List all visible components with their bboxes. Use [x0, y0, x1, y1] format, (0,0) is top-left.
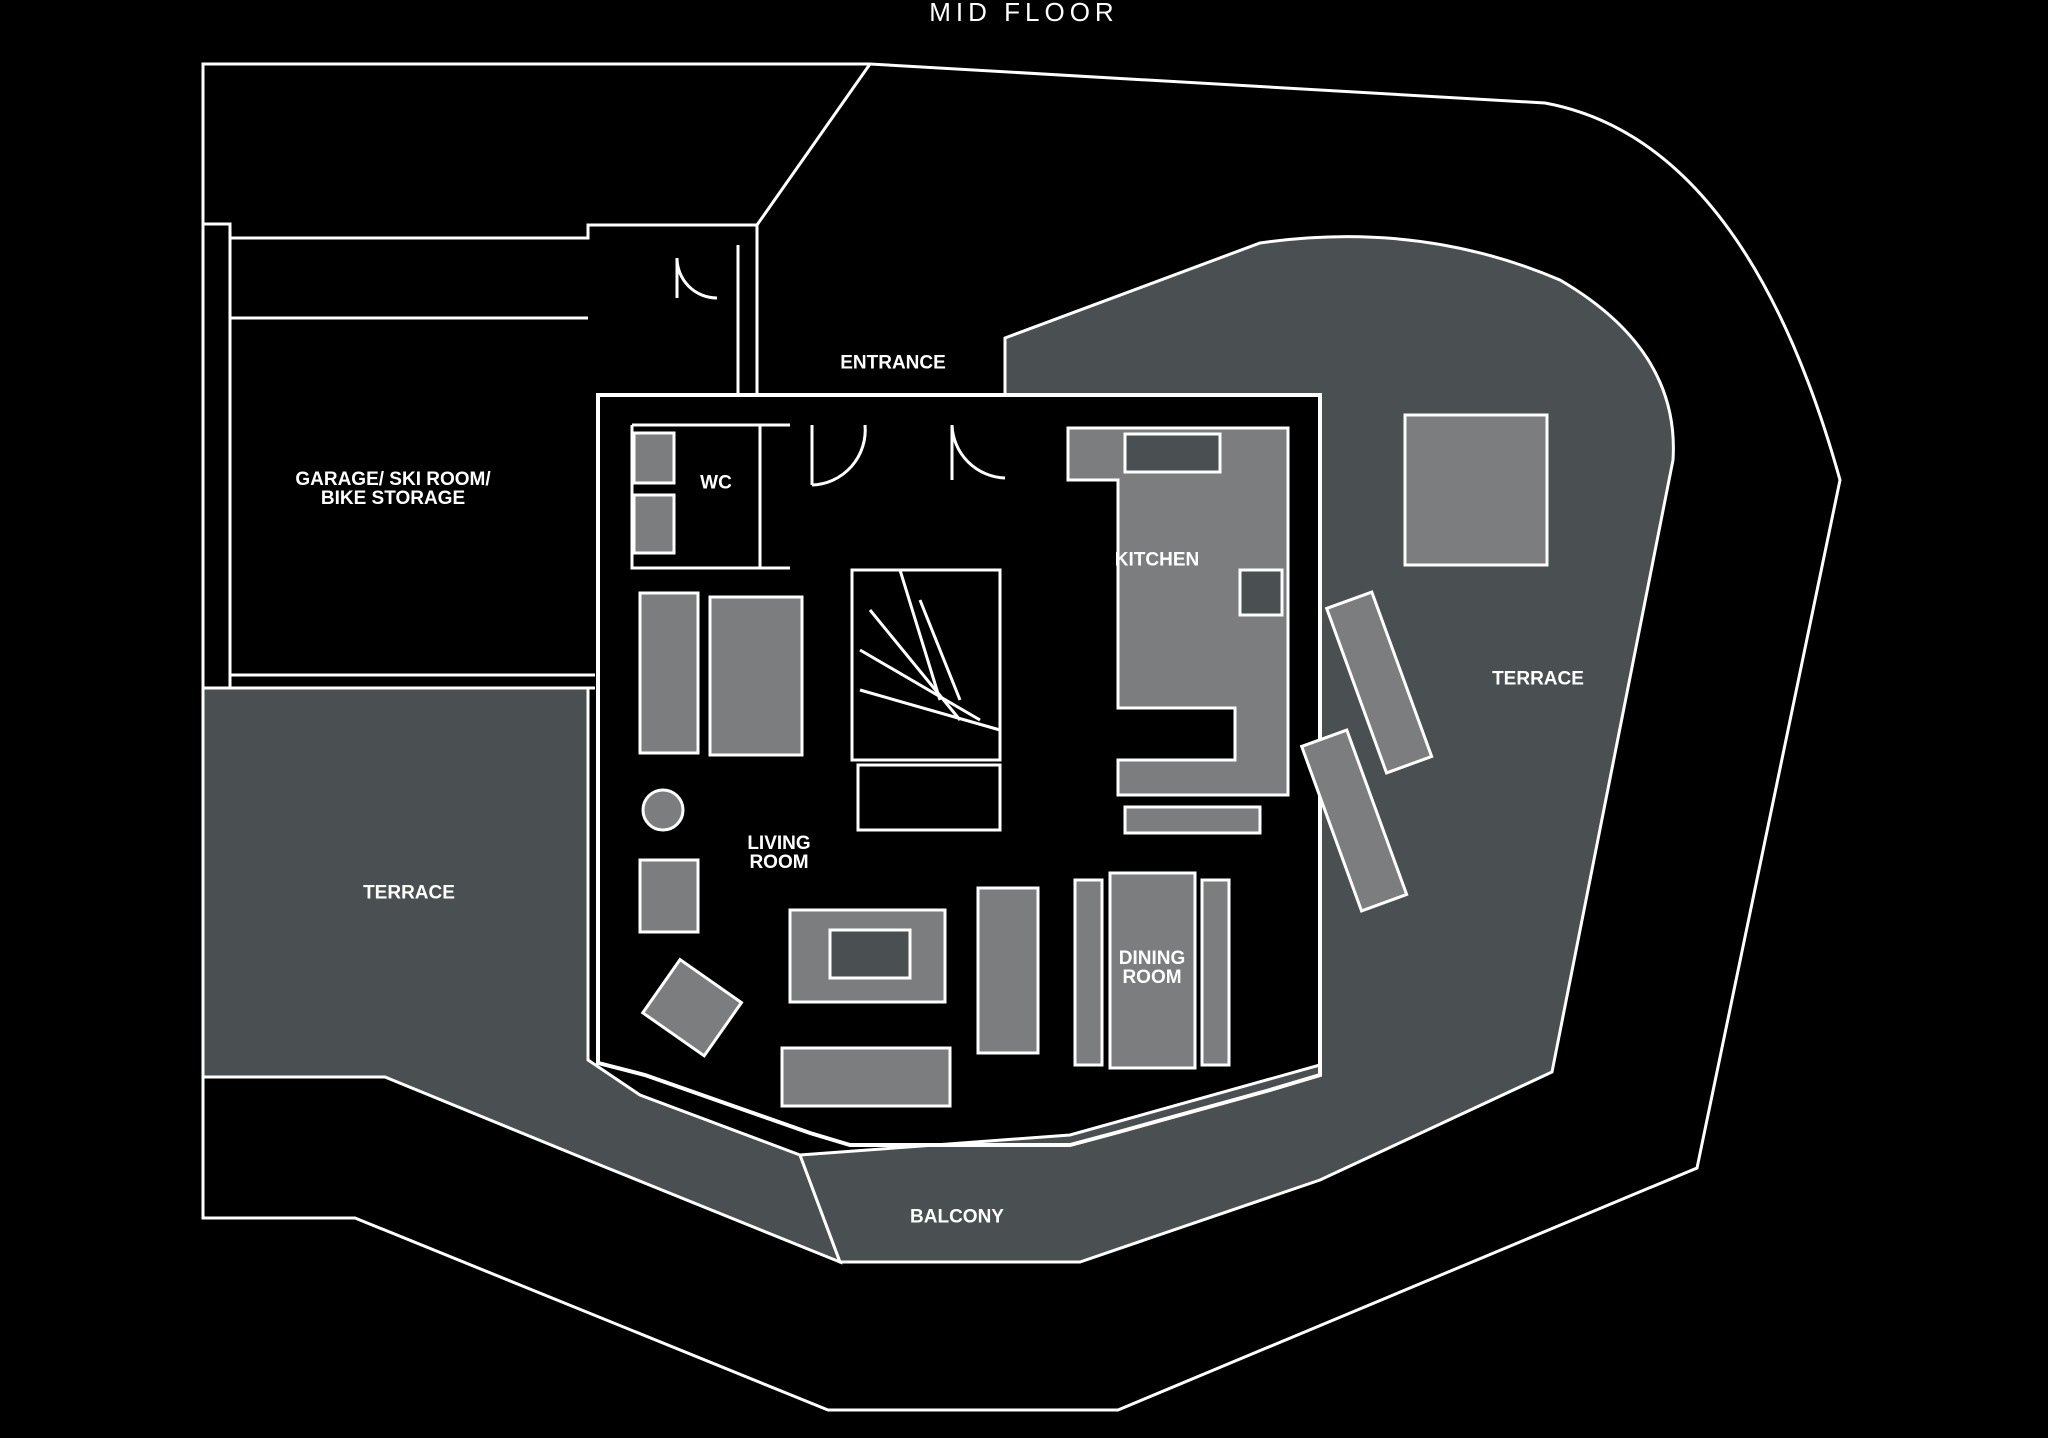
inner-walls: [630, 423, 790, 570]
balcony-label: BALCONY: [910, 1206, 1004, 1228]
terrace-right-label: TERRACE: [1492, 668, 1584, 690]
garage-door-swing: [675, 257, 718, 300]
coffee-table[interactable]: [828, 928, 912, 980]
armchair-left[interactable]: [638, 858, 700, 934]
dining-room-label: DINING ROOM: [1118, 948, 1186, 988]
dining-chairs-right[interactable]: [1200, 878, 1231, 1067]
kitchen-hob: [1238, 568, 1284, 617]
sun-lounger-1[interactable]: [1324, 590, 1434, 775]
dining-chairs-left[interactable]: [1073, 878, 1104, 1067]
side-table[interactable]: [641, 788, 685, 832]
dining-table[interactable]: [1108, 871, 1197, 1070]
wc-washbasin: [632, 431, 676, 485]
terrace-left-area[interactable]: [201, 686, 843, 1265]
coffee-table-large[interactable]: [708, 595, 804, 757]
kitchen-sink: [1123, 432, 1222, 474]
sofa-right[interactable]: [976, 886, 1040, 1055]
stair-treads: [859, 569, 1001, 732]
terrace-left-label: TERRACE: [363, 882, 455, 904]
garage-label: GARAGE/ SKI ROOM/ BIKE STORAGE: [295, 469, 491, 509]
kitchen-counter: [1066, 426, 1290, 797]
staircase: [850, 568, 1002, 762]
entrance-label: ENTRANCE: [840, 352, 946, 374]
site-boundary: [201, 62, 1842, 1412]
wc-label: WC: [700, 472, 732, 494]
bar-stools[interactable]: [1123, 805, 1262, 835]
kitchen-label: KITCHEN: [1114, 549, 1200, 571]
stair-landing: [856, 763, 1002, 832]
kitchen-door: [950, 424, 1006, 480]
building-walls: [596, 393, 1322, 1147]
entrance-door: [810, 424, 867, 487]
wc-toilet: [632, 493, 676, 555]
garage-walls: [201, 64, 759, 690]
armchair-angled[interactable]: [640, 957, 744, 1058]
floor-title: MID FLOOR: [929, 0, 1119, 24]
garage-diagonal-wall: [755, 63, 872, 226]
sun-lounger-2[interactable]: [1299, 728, 1409, 913]
living-room-label: LIVING ROOM: [747, 833, 811, 873]
outdoor-table[interactable]: [1403, 413, 1549, 567]
stair-passage: [736, 245, 759, 395]
sofa-left[interactable]: [638, 591, 700, 755]
sofa-bottom[interactable]: [780, 1046, 952, 1108]
